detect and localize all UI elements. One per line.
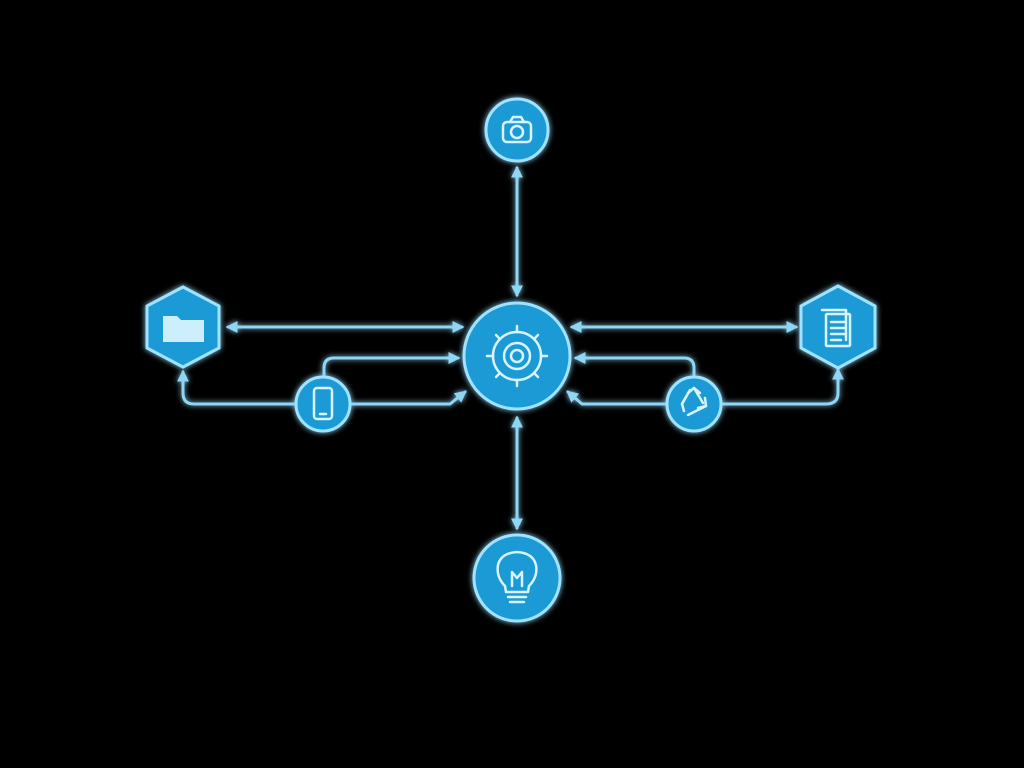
camera-icon xyxy=(501,115,533,144)
node-hub[interactable] xyxy=(462,301,572,411)
gear-icon xyxy=(485,324,549,388)
edge-recycle-hub xyxy=(573,352,696,382)
edges xyxy=(177,165,844,531)
smartphone-icon xyxy=(312,386,334,421)
recycle-icon xyxy=(680,386,708,417)
node-mid-left[interactable] xyxy=(294,375,352,433)
node-bottom[interactable] xyxy=(472,533,562,623)
folder-icon xyxy=(163,316,204,342)
edge-recycle-document xyxy=(720,367,844,406)
document-icon xyxy=(820,308,852,348)
edge-phone-hub xyxy=(322,352,461,380)
lightbulb-icon xyxy=(496,550,538,604)
node-mid-right[interactable] xyxy=(665,375,723,433)
edge-recycle-hub-lower xyxy=(566,390,668,406)
node-top[interactable] xyxy=(484,97,550,163)
node-left[interactable] xyxy=(145,285,221,369)
edge-phone-hub-lower xyxy=(350,390,467,406)
node-right[interactable] xyxy=(799,284,877,370)
edge-phone-folder xyxy=(177,369,298,406)
